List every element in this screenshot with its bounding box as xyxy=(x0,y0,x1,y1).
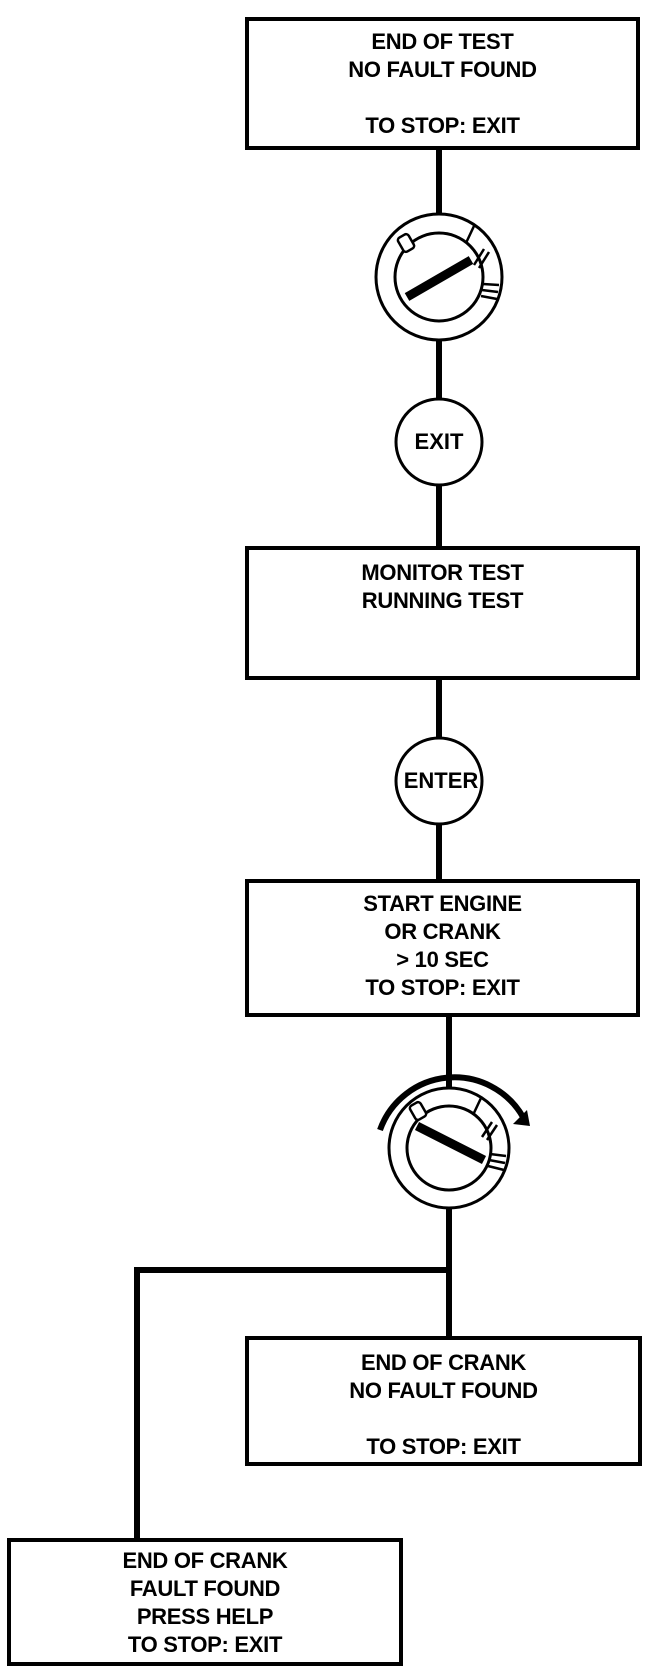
ignition-switch-off-icon xyxy=(374,212,504,342)
box-line: END OF CRANK xyxy=(122,1548,288,1573)
box-line: END OF TEST xyxy=(371,29,514,54)
exit-button[interactable]: EXIT xyxy=(414,429,464,454)
monitor-test-box: MONITOR TEST RUNNING TEST xyxy=(245,546,640,680)
enter-button-circle xyxy=(394,736,484,826)
box-line: NO FAULT FOUND xyxy=(349,1378,538,1403)
box-line: END OF CRANK xyxy=(360,1350,527,1375)
end-of-crank-fault-box: END OF CRANK FAULT FOUND PRESS HELP TO S… xyxy=(7,1538,403,1666)
end-of-crank-no-fault-box: END OF CRANK NO FAULT FOUND TO STOP: EXI… xyxy=(245,1336,642,1466)
box-line: TO STOP: EXIT xyxy=(365,975,520,1000)
box-line: OR CRANK xyxy=(384,919,501,944)
box-line: TO STOP: EXIT xyxy=(366,1434,521,1459)
box-line: > 10 SEC xyxy=(396,947,489,972)
start-engine-box: START ENGINE OR CRANK > 10 SEC TO STOP: … xyxy=(245,879,640,1017)
ignition-switch-crank-icon xyxy=(377,1074,530,1210)
end-of-test-box: END OF TEST NO FAULT FOUND TO STOP: EXIT xyxy=(245,17,640,150)
box-line: PRESS HELP xyxy=(136,1604,274,1629)
box-line: TO STOP: EXIT xyxy=(127,1632,283,1657)
box-line: START ENGINE xyxy=(363,891,522,916)
box-line: FAULT FOUND xyxy=(129,1576,281,1601)
box-line: TO STOP: EXIT xyxy=(365,113,520,138)
enter-button[interactable]: ENTER xyxy=(403,768,479,793)
box-line: NO FAULT FOUND xyxy=(348,57,537,82)
box-line: RUNNING TEST xyxy=(361,588,524,613)
exit-button-circle xyxy=(394,397,484,487)
box-line: MONITOR TEST xyxy=(361,560,524,585)
